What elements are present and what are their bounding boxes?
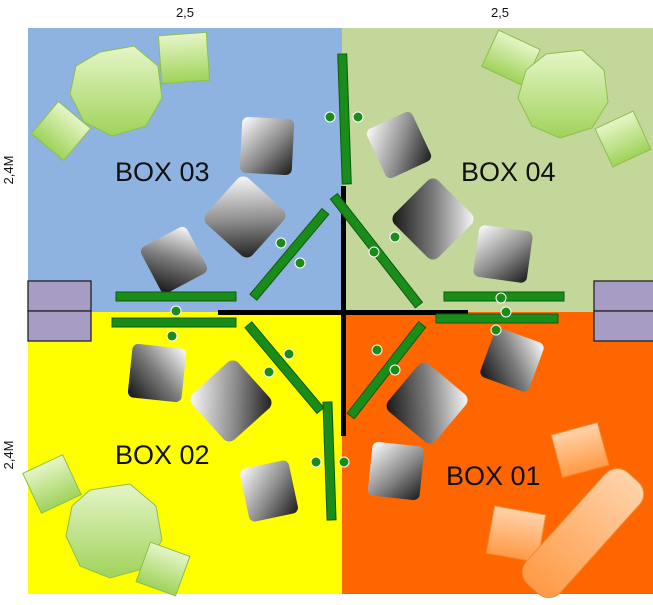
panel (115, 291, 237, 302)
panel (249, 207, 330, 301)
table (550, 421, 610, 479)
panel (111, 317, 237, 328)
table (22, 454, 82, 514)
right-purple-blocks (593, 280, 653, 342)
green-panels (111, 53, 565, 521)
panel (337, 53, 352, 185)
panel (244, 321, 325, 415)
box-04-label: BOX 04 (461, 157, 556, 187)
table (157, 31, 211, 85)
panel (435, 313, 559, 324)
box-01-label: BOX 01 (446, 461, 541, 491)
box-04-furniture (481, 29, 652, 168)
box-02-label: BOX 02 (115, 440, 210, 470)
round-table (69, 45, 163, 137)
cube (240, 460, 298, 522)
cube (367, 442, 425, 500)
box-03-label: BOX 03 (115, 157, 210, 187)
box-01-furniture (485, 421, 645, 599)
cube (190, 360, 272, 442)
panel-connectors (166, 111, 512, 468)
cube (392, 178, 474, 260)
cube (386, 362, 468, 444)
box-02-furniture (22, 454, 191, 597)
table (30, 100, 92, 162)
left-purple-blocks (27, 280, 92, 342)
cube (239, 116, 295, 176)
table (135, 541, 191, 597)
panel (346, 321, 427, 420)
cube (204, 176, 286, 258)
round-table (517, 49, 609, 139)
cube (480, 328, 544, 392)
table (485, 505, 547, 563)
height-label-bottom: 2,4M (1, 441, 16, 470)
dividing-walls (218, 186, 468, 436)
height-label-top: 2,4M (1, 156, 16, 185)
box-03-furniture (30, 31, 211, 162)
cube (127, 343, 187, 403)
width-label-right: 2,5 (491, 5, 509, 20)
cube (473, 225, 533, 283)
cube (140, 226, 208, 294)
cubes (127, 111, 544, 522)
panel (322, 401, 337, 521)
table (594, 110, 652, 168)
cube (366, 111, 432, 179)
long-table (521, 467, 645, 599)
width-label-left: 2,5 (176, 5, 194, 20)
round-table (65, 483, 163, 579)
